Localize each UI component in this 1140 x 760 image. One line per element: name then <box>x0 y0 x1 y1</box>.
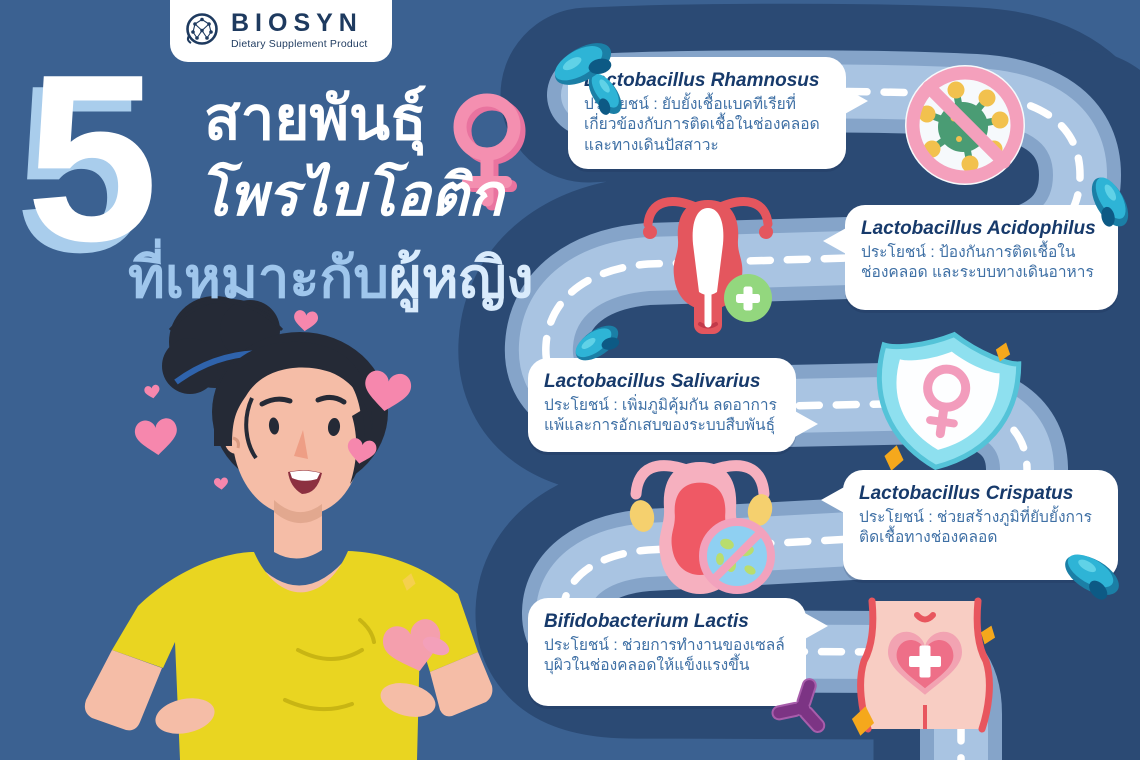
callout-tail <box>823 227 848 255</box>
callout-title: Lactobacillus Crispatus <box>859 483 1074 504</box>
callout-tail <box>821 486 846 514</box>
uterus-bacteria-icon <box>629 460 775 594</box>
headline-line3: ที่เหมาะกับผู้หญิง <box>128 246 534 310</box>
callout-benefit: ประโยชน์ : ยับยั้งเชื้อแบคทีเรียที่​เกี่… <box>584 96 820 154</box>
callout-rhamnosus: Lactobacillus Rhamnosus ประโยชน์ : ยับยั… <box>568 57 868 169</box>
headline-line3-normal: ที่เหมาะกับ <box>128 246 389 309</box>
pelvis-heart-icon <box>849 597 999 738</box>
callout-benefit: ประโยชน์ : ช่วยการทำงานของเซลล์​บุผิวในช… <box>544 637 785 675</box>
callout-salivarius: Lactobacillus Salivarius ประโยชน์ : เพิ่… <box>528 358 818 452</box>
callout-bifidobacterium: Bifidobacterium Lactis ประโยชน์ : ช่วยกา… <box>528 598 828 706</box>
callout-tail <box>803 612 828 640</box>
callout-benefit: ประโยชน์ : ป้องกันการติดเชื้อใน​ช่องคลอด… <box>861 244 1094 282</box>
female-shield-icon <box>876 331 1022 473</box>
uterus-plus-icon <box>643 197 773 334</box>
callout-tail <box>793 410 818 438</box>
headline-line1: สายพันธุ์ <box>204 85 427 152</box>
logo: BIOSYN Dietary Supplement Product <box>170 0 392 62</box>
woman-illustration <box>84 296 493 760</box>
callout-benefit: ประโยชน์ : ช่วยสร้างภูมิที่ยับยั้ง​การติ… <box>859 509 1092 547</box>
no-virus-icon <box>905 65 1025 185</box>
headline-line3-highlight: ผู้หญิง <box>388 246 534 309</box>
callout-crispatus: Lactobacillus Crispatus ประโยชน์ : ช่วยส… <box>821 470 1118 580</box>
callout-acidophilus: Lactobacillus Acidophilus ประโยชน์ : ป้อ… <box>823 205 1118 310</box>
callout-title: Lactobacillus Rhamnosus <box>584 70 820 91</box>
headline-line2: โพรไบโอติก <box>198 163 504 228</box>
callout-benefit: ประโยชน์ : เพิ่มภูมิคุ้มกัน ลดอาการแพ้​แ… <box>544 397 777 435</box>
pink-bacteria-icon <box>422 636 450 656</box>
callout-title: Lactobacillus Acidophilus <box>861 218 1096 239</box>
logo-tagline: Dietary Supplement Product <box>231 37 368 50</box>
callout-tail <box>843 87 868 115</box>
callout-title: Bifidobacterium Lactis <box>544 611 749 632</box>
callout-title: Lactobacillus Salivarius <box>544 371 761 392</box>
biosyn-brain-icon <box>186 13 218 45</box>
female-symbol-icon <box>453 93 526 211</box>
headline-number: 5 <box>26 26 159 291</box>
logo-name: BIOSYN <box>231 8 363 37</box>
